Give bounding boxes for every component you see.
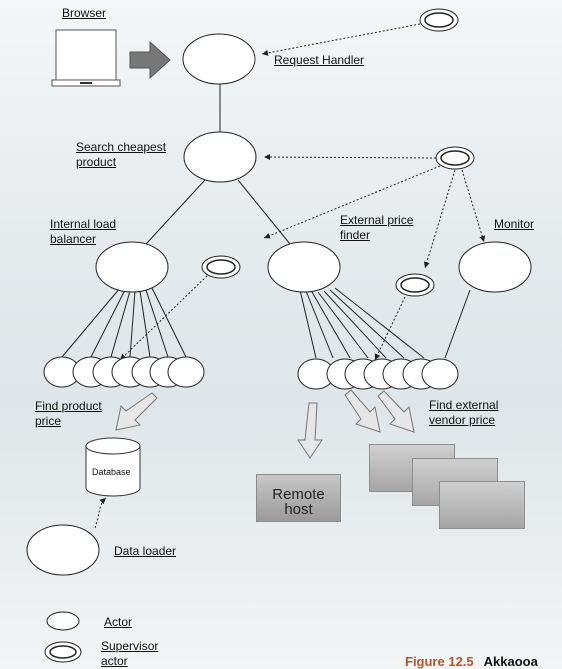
external-finder-label: External price finder [340, 213, 414, 242]
legend-supervisor-label: Supervisor actor [101, 639, 159, 668]
find-product-price-label: Find product price [35, 399, 102, 428]
data-loader-label: Data loader [114, 544, 177, 558]
supervisor-nodes [201, 8, 475, 297]
external-finder-node [267, 241, 341, 293]
legend-supervisor-icon [44, 641, 82, 663]
browser-arrow-icon [129, 40, 171, 80]
request-handler-node [182, 33, 256, 85]
laptop-icon [51, 29, 121, 87]
internal-lb-label: Internal load balancer [50, 217, 117, 246]
monitor-label: Monitor [494, 217, 535, 231]
supervisor-right [395, 273, 435, 297]
figure-title: Akkaooa [483, 654, 538, 669]
actor-nodes [26, 33, 532, 576]
legend-actor-icon [46, 611, 80, 631]
supervisor-left [201, 255, 241, 279]
search-node [183, 131, 257, 183]
loader-to-db-link [94, 497, 107, 529]
figure-number: Figure 12.5 [405, 654, 474, 669]
load-balancer-node [95, 241, 169, 293]
vendor-box-3 [439, 481, 525, 529]
flow-arrows [115, 389, 415, 459]
browser-label: Browser [62, 6, 107, 20]
database-label: Database [92, 467, 131, 477]
legend-actor-label: Actor [104, 615, 133, 629]
search-cheapest-label: Search cheapest product [76, 140, 167, 169]
database-icon [85, 437, 141, 497]
monitor-node [458, 241, 532, 293]
supervision-links [119, 23, 486, 361]
remote-host-box: Remote host [256, 474, 341, 522]
supervisor-mid [435, 146, 475, 170]
hierarchy-lines [61, 84, 471, 359]
supervisor-top [419, 8, 459, 32]
data-loader-node [26, 524, 100, 576]
find-external-vendor-label: Find external vendor price [429, 398, 499, 427]
request-handler-label: Request Handler [274, 53, 365, 67]
figure-caption: Figure 12.5 Akkaooa [405, 654, 538, 669]
